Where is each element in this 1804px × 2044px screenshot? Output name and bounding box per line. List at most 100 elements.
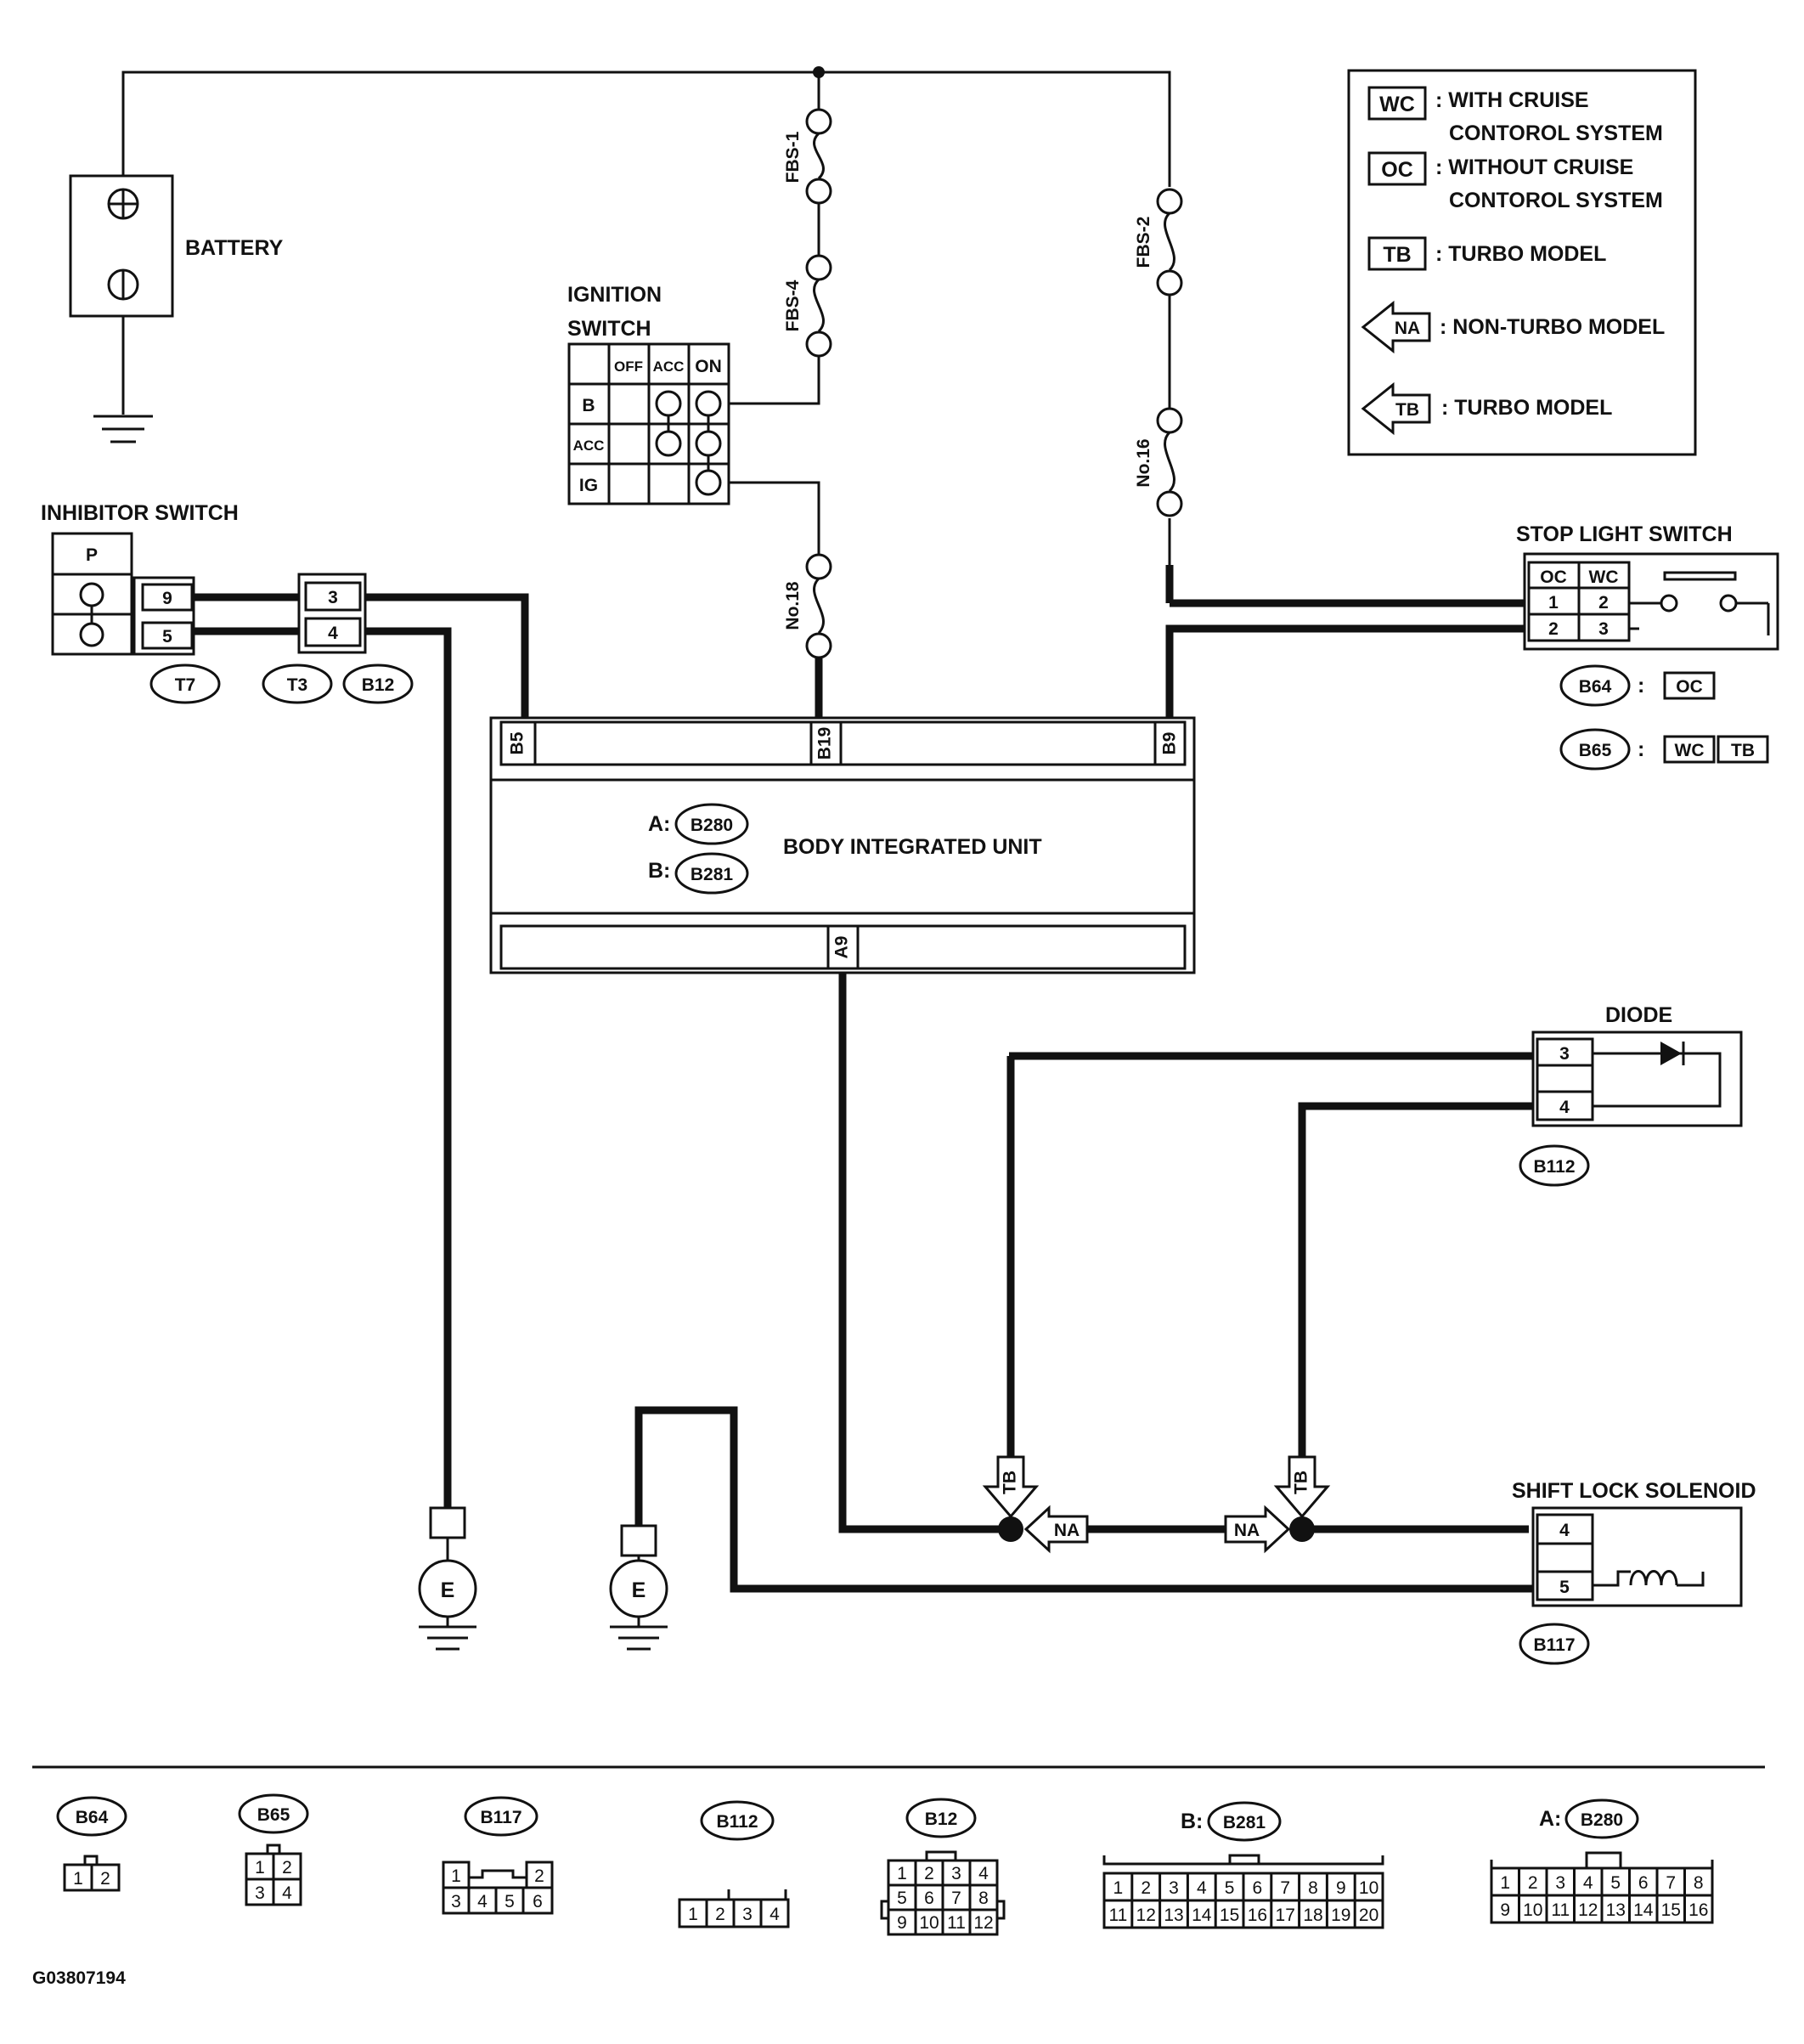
conn-view-pin: 2 bbox=[534, 1866, 544, 1886]
solenoid-conn-b117: B117 bbox=[1533, 1635, 1575, 1655]
ignition-col-on: ON bbox=[695, 357, 722, 376]
stop-light-label: STOP LIGHT SWITCH bbox=[1516, 522, 1733, 546]
conn-view-pin: 12 bbox=[973, 1913, 993, 1933]
ground-icon bbox=[93, 415, 153, 443]
conn-view-pin: 4 bbox=[1197, 1878, 1207, 1898]
stop-light-b65-tag-wc: WC bbox=[1675, 741, 1705, 760]
t3-pin-4: 4 bbox=[328, 624, 338, 643]
ground-e1-label: E bbox=[441, 1578, 455, 1602]
conn-view-pin: 11 bbox=[947, 1913, 966, 1933]
shift-lock-solenoid: SHIFT LOCK SOLENOID 4 5 B117 bbox=[1512, 1479, 1756, 1665]
legend-na-text: : NON-TURBO MODEL bbox=[1440, 315, 1665, 339]
conn-view-pin: 8 bbox=[1694, 1873, 1704, 1893]
fuse-no18: No.18 bbox=[783, 553, 832, 659]
na-arrow-icon bbox=[1361, 300, 1431, 354]
conn-view-pin: 5 bbox=[897, 1889, 907, 1908]
conn-view-pin: 14 bbox=[1633, 1900, 1654, 1920]
connector-view-b112: B112 1 2 3 4 bbox=[678, 1800, 790, 1928]
conn-view-pin: 11 bbox=[1551, 1900, 1570, 1920]
ignition-label: IGNITION bbox=[567, 283, 662, 307]
conn-view-b281-prefix: B: bbox=[1181, 1810, 1203, 1833]
conn-view-pin: 18 bbox=[1303, 1906, 1322, 1925]
legend-tb-arrow-text: TB bbox=[1395, 400, 1419, 420]
conn-view-pin: 2 bbox=[1528, 1873, 1538, 1893]
conn-view-pin: 11 bbox=[1108, 1906, 1127, 1925]
fuse-fbs2-label: FBS-2 bbox=[1134, 217, 1153, 268]
legend-na-arrow-text: NA bbox=[1395, 319, 1420, 338]
conn-view-pin: 1 bbox=[255, 1858, 265, 1877]
conn-view-pin: 19 bbox=[1331, 1906, 1350, 1925]
stop-light-b64-tag: OC bbox=[1676, 677, 1703, 697]
conn-view-pin: 2 bbox=[1141, 1878, 1151, 1898]
biu-term-b19: B19 bbox=[815, 727, 835, 760]
conn-view-pin: 1 bbox=[451, 1866, 461, 1886]
legend-tb-tag bbox=[1367, 236, 1427, 271]
fuse-fbs1: FBS-1 bbox=[783, 108, 832, 205]
ground-e1: E bbox=[418, 1506, 477, 1651]
tb-arrow-icon bbox=[1361, 381, 1431, 436]
fuse-fbs1-label: FBS-1 bbox=[783, 131, 803, 183]
legend-wc-text: : WITH CRUISE bbox=[1435, 88, 1589, 112]
solenoid-label: SHIFT LOCK SOLENOID bbox=[1512, 1479, 1756, 1503]
conn-view-b117-name: B117 bbox=[480, 1808, 521, 1827]
conn-view-pin: 20 bbox=[1359, 1906, 1378, 1925]
conn-b12: B12 bbox=[362, 675, 395, 695]
conn-view-pin: 3 bbox=[951, 1864, 961, 1883]
conn-view-pin: 1 bbox=[688, 1905, 698, 1924]
conn-view-pin: 4 bbox=[477, 1892, 488, 1911]
junction-left: TB NA bbox=[982, 1455, 1089, 1554]
conn-view-pin: 13 bbox=[1164, 1906, 1183, 1925]
stop-light-b65-tag-tb: TB bbox=[1731, 741, 1755, 760]
fuse-fbs4: FBS-4 bbox=[783, 254, 832, 358]
conn-view-pin: 14 bbox=[1192, 1906, 1212, 1925]
legend-tb-arrow-desc: : TURBO MODEL bbox=[1441, 396, 1612, 420]
legend-box: WC : WITH CRUISE CONTOROL SYSTEM OC : WI… bbox=[1347, 69, 1697, 456]
conn-view-pin: 10 bbox=[919, 1913, 939, 1933]
conn-view-pin: 1 bbox=[1500, 1873, 1510, 1893]
conn-view-pin: 9 bbox=[1500, 1900, 1510, 1920]
inhibitor-pin-9: 9 bbox=[162, 589, 172, 608]
junction-na-right: NA bbox=[1234, 1521, 1260, 1540]
thick-wires bbox=[194, 565, 1536, 1593]
na-arrow-icon bbox=[1023, 1505, 1089, 1554]
conn-view-pin: 8 bbox=[1308, 1878, 1318, 1898]
conn-view-pin: 15 bbox=[1661, 1900, 1681, 1920]
biu-conn-b281: B281 bbox=[691, 865, 734, 884]
conn-view-pin: 5 bbox=[505, 1892, 515, 1911]
stop-light-sep: : bbox=[1638, 674, 1644, 697]
stop-light-pin: 3 bbox=[1598, 619, 1609, 639]
stop-light-conn-b65: B65 bbox=[1579, 741, 1612, 760]
legend-oc-tag-text: OC bbox=[1381, 158, 1413, 182]
stop-light-conn-b64: B64 bbox=[1579, 677, 1612, 697]
stop-light-col-wc: WC bbox=[1589, 567, 1619, 587]
junction-right: NA TB bbox=[1224, 1455, 1331, 1554]
diode-label: DIODE bbox=[1605, 1003, 1672, 1027]
conn-view-pin: 8 bbox=[978, 1889, 989, 1908]
diode-conn-b112: B112 bbox=[1533, 1157, 1575, 1177]
conn-view-pin: 1 bbox=[897, 1864, 907, 1883]
conn-view-pin: 12 bbox=[1136, 1906, 1156, 1925]
biu-b-prefix: B: bbox=[648, 859, 670, 883]
stop-light-plunger-icon bbox=[1663, 571, 1737, 581]
conn-view-pin: 16 bbox=[1688, 1900, 1708, 1920]
stop-light-col-oc: OC bbox=[1540, 567, 1567, 587]
diode-icon bbox=[1660, 1042, 1682, 1065]
stop-light-pin: 1 bbox=[1548, 593, 1559, 613]
inhibitor-label: INHIBITOR SWITCH bbox=[41, 501, 239, 525]
conn-view-pin: 3 bbox=[1169, 1878, 1179, 1898]
conn-view-pin: 4 bbox=[1583, 1873, 1593, 1893]
conn-view-pin: 7 bbox=[1280, 1878, 1290, 1898]
fuse-no16: No.16 bbox=[1134, 407, 1183, 517]
ignition-col-acc: ACC bbox=[653, 359, 685, 375]
conn-view-pin: 3 bbox=[742, 1905, 753, 1924]
conn-view-pin: 4 bbox=[282, 1883, 292, 1903]
conn-view-pin: 9 bbox=[897, 1913, 907, 1933]
legend-tb-text: : TURBO MODEL bbox=[1435, 242, 1606, 266]
conn-view-pin: 6 bbox=[533, 1892, 543, 1911]
battery: BATTERY bbox=[69, 174, 284, 443]
stop-light-pin: 2 bbox=[1598, 593, 1609, 613]
figure-id: G03807194 bbox=[32, 1968, 126, 1988]
tb-arrow-icon bbox=[1273, 1455, 1331, 1519]
